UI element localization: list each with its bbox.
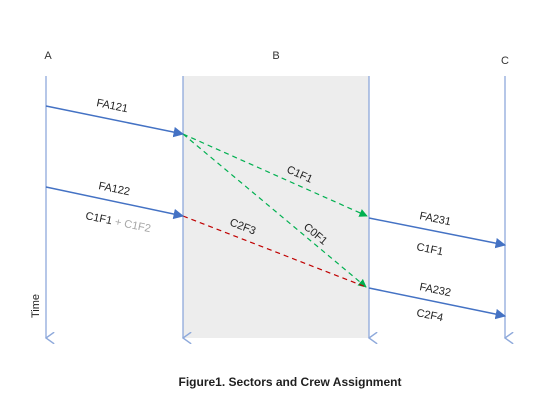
crew-transfer-arrow-c1f1: [182, 133, 368, 217]
flight-label-fa121: FA121: [95, 97, 129, 115]
crew-transfer-arrow-c0f1: [182, 133, 367, 288]
flight-label-fa231: FA231: [418, 210, 452, 228]
column-label-a: A: [44, 50, 52, 62]
crew-label-fa232: C2F4: [415, 307, 444, 324]
crew-label-fa231: C1F1: [415, 241, 444, 258]
crew-label-fa122-secondary: + C1F2: [111, 216, 152, 236]
column-label-c: C: [501, 55, 509, 67]
column-label-b: B: [272, 50, 279, 62]
crew-transfer-arrow-c2f3: [182, 215, 367, 288]
figure-caption: Figure1. Sectors and Crew Assignment: [179, 375, 402, 389]
crew-label-fa122-primary: C1F1: [84, 210, 113, 227]
flight-arrow-fa231: [368, 217, 507, 249]
flight-label-fa232: FA232: [418, 281, 452, 299]
flight-arrow-fa121: [45, 105, 185, 138]
flight-label-fa122: FA122: [97, 180, 131, 198]
sector-b-region: [183, 76, 369, 338]
time-axis-label: Time: [30, 294, 42, 318]
crew-label-fa122: C1F1 + C1F2: [84, 210, 151, 235]
flight-arrow-fa122: [45, 186, 185, 220]
flight-arrow-fa232: [368, 287, 507, 320]
